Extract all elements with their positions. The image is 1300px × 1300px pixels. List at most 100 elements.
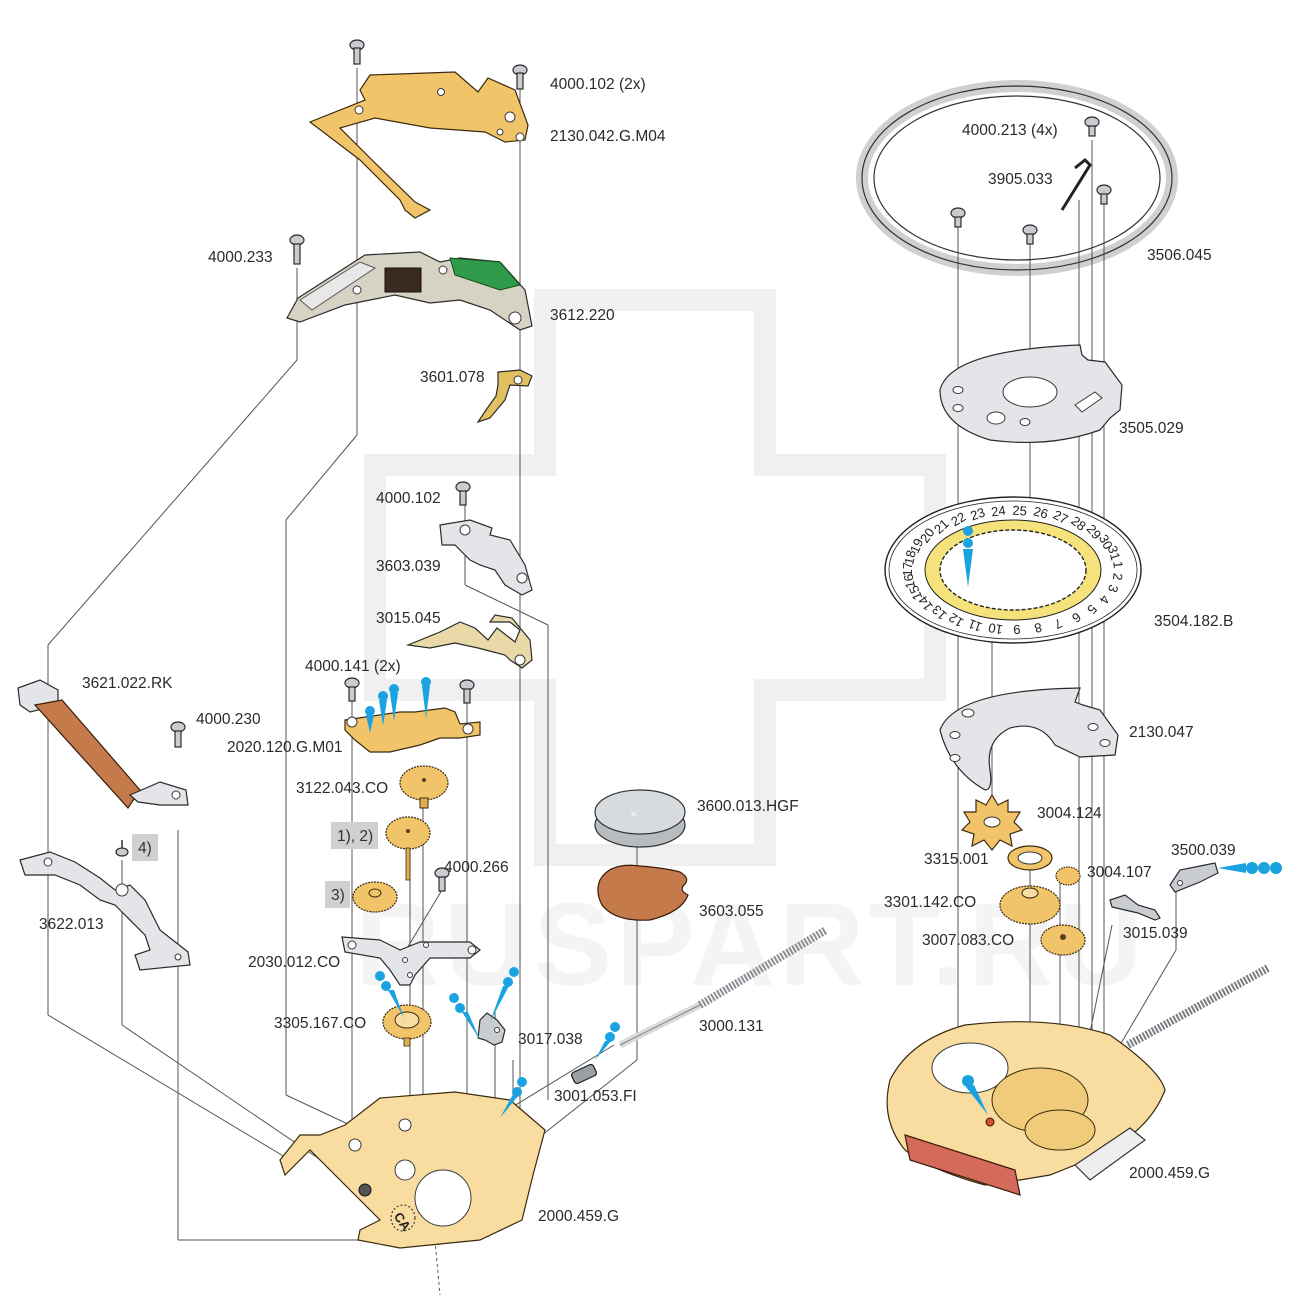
battery-3600-013[interactable]: ×: [594, 789, 686, 848]
screw-4000-213-c[interactable]: [950, 207, 966, 228]
contact-3601-078[interactable]: [476, 369, 533, 424]
screw-4000-230[interactable]: [170, 721, 186, 748]
label-3004-107: 3004.107: [1087, 864, 1152, 881]
lever-3015-045[interactable]: [405, 614, 533, 669]
bridge-3622-013[interactable]: [19, 851, 191, 971]
wheel-note-3[interactable]: [352, 881, 398, 913]
ring-3506-045[interactable]: [856, 80, 1178, 276]
label-2030-012: 2030.012.CO: [248, 954, 340, 971]
date-number: 12: [946, 610, 966, 630]
oil-marker: [449, 993, 480, 1040]
label-2130-047: 2130.047: [1129, 724, 1194, 741]
mainplate-left[interactable]: CA: [279, 1091, 546, 1249]
label-3000-131: 3000.131: [699, 1018, 764, 1035]
date-number: 23: [968, 504, 987, 523]
note-badge-4: 4): [132, 834, 158, 861]
wheel-note-1-2[interactable]: [385, 816, 431, 881]
date-number: 19: [907, 536, 927, 555]
label-4000-230: 4000.230: [196, 711, 261, 728]
date-number: 15: [906, 583, 925, 602]
label-4000-266: 4000.266: [444, 859, 509, 876]
svg-text:3): 3): [331, 887, 345, 904]
wheel-3004-124[interactable]: [960, 793, 1024, 851]
date-number: 24: [990, 503, 1006, 520]
date-number: 1: [1110, 560, 1126, 569]
date-number: 3: [1105, 583, 1122, 595]
note-badge-1-2: 1), 2): [331, 822, 378, 849]
lever-3017-038[interactable]: [477, 1012, 506, 1046]
part-note-4[interactable]: [115, 840, 129, 857]
label-3017-038: 3017.038: [518, 1031, 583, 1048]
mainplate-right[interactable]: [886, 1021, 1166, 1196]
oil-marker: [500, 1077, 527, 1118]
oil-marker: [963, 526, 973, 587]
date-number: 2: [1110, 572, 1126, 581]
bridge-2130-042[interactable]: [308, 71, 529, 219]
sleeve-3001-053[interactable]: [570, 1063, 598, 1085]
bridge-2020-120[interactable]: [344, 707, 481, 753]
date-number: 14: [915, 593, 936, 613]
label-3603-055: 3603.055: [699, 903, 764, 920]
bridge-3603-039[interactable]: [439, 519, 533, 596]
bridge-2030-012[interactable]: [341, 936, 481, 986]
stem-3000-131[interactable]: [618, 926, 829, 1049]
date-number: 11: [966, 616, 984, 635]
screw-4000-213-a[interactable]: [1084, 116, 1100, 137]
screw-4000-102-left[interactable]: [349, 39, 365, 65]
date-number: 27: [1051, 507, 1071, 527]
oil-marker: [389, 684, 399, 721]
date-number: 17: [900, 562, 915, 577]
oil-marker: [421, 677, 431, 718]
svg-text:1), 2): 1), 2): [337, 828, 373, 845]
wheel-3007-083[interactable]: [1040, 924, 1086, 956]
label-4000-141-2x: 4000.141 (2x): [305, 658, 401, 675]
wheel-3305-167[interactable]: [382, 1004, 432, 1047]
stem-right: [1126, 964, 1270, 1049]
screw-4000-266[interactable]: [434, 867, 450, 892]
plate-2130-047[interactable]: [939, 687, 1119, 791]
date-number: 8: [1033, 620, 1044, 636]
screw-4000-102-single[interactable]: [455, 481, 471, 506]
label-3015-045: 3015.045: [376, 610, 441, 627]
label-3301-142: 3301.142.CO: [884, 894, 976, 911]
plate-3505-029[interactable]: [939, 344, 1123, 444]
screw-4000-141-right[interactable]: [459, 679, 475, 704]
oil-marker: [365, 706, 375, 733]
background-swiss-cross: [364, 289, 946, 866]
screw-4000-213-b[interactable]: [1096, 184, 1112, 205]
screw-4000-213-d[interactable]: [1022, 224, 1038, 245]
circuit-3612-220[interactable]: [286, 251, 533, 331]
wheel-3122-043[interactable]: [399, 765, 449, 809]
label-3603-039: 3603.039: [376, 558, 441, 575]
washer-3315-001[interactable]: [1007, 845, 1053, 871]
insulator-3603-055[interactable]: [597, 864, 689, 921]
oil-marker: [595, 1022, 620, 1060]
date-number: 20: [917, 525, 938, 545]
oil-marker: [962, 1075, 988, 1115]
date-number: 25: [1012, 503, 1027, 519]
coil-3621-022[interactable]: [17, 679, 189, 809]
lever-3015-039[interactable]: [1109, 894, 1161, 921]
screw-4000-102-right[interactable]: [512, 64, 528, 90]
jumper-3500-039[interactable]: [1169, 862, 1219, 893]
label-4000-213-4x: 4000.213 (4x): [962, 122, 1058, 139]
label-2000-459-left: 2000.459.G: [538, 1208, 619, 1225]
label-3315-001: 3315.001: [924, 851, 989, 868]
label-3500-039: 3500.039: [1171, 842, 1236, 859]
label-3015-039: 3015.039: [1123, 925, 1188, 942]
wheel-3004-107[interactable]: [1055, 866, 1081, 886]
oil-marker: [378, 691, 388, 726]
label-3600-013: 3600.013.HGF: [697, 798, 799, 815]
wheel-3301-142[interactable]: [999, 885, 1061, 925]
screw-4000-141-left[interactable]: [344, 677, 360, 702]
label-4000-102: 4000.102: [376, 490, 441, 507]
oil-markers: [365, 526, 1282, 1118]
date-number: 26: [1032, 503, 1050, 521]
spring-3905-033[interactable]: [1060, 157, 1092, 211]
date-number: 18: [901, 549, 919, 566]
label-3305-167: 3305.167.CO: [274, 1015, 366, 1032]
screw-4000-233[interactable]: [289, 234, 305, 265]
